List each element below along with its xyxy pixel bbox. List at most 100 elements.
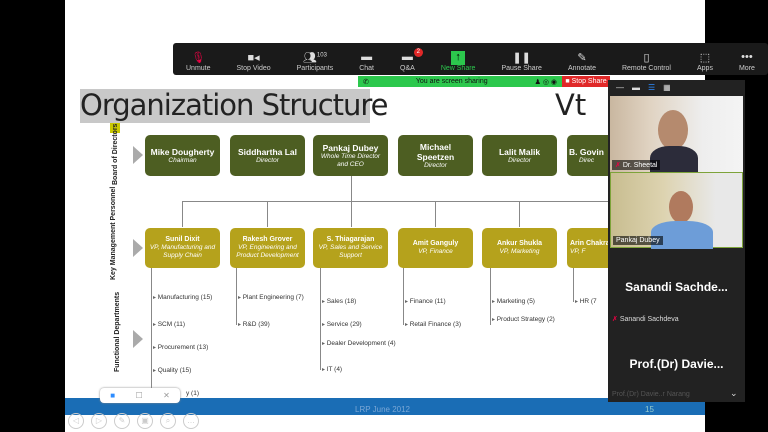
screen-share-bar: ✆ You are screen sharing ♟ ◎ ◉ ■ Stop Shar… — [358, 76, 610, 87]
arrow-icon: ▸ — [405, 299, 410, 305]
button-label: Stop Video — [236, 65, 271, 72]
member-role: Director — [508, 156, 531, 164]
dept-item: ▸ Retail Finance (3) — [405, 321, 461, 328]
participant-video — [669, 191, 693, 223]
slideshow-controls — [65, 415, 705, 432]
member-role: Whole Time Director and CEO — [320, 152, 381, 168]
button-label: Annotate — [567, 65, 596, 72]
member-role: VP, Sales and Service Support — [318, 244, 383, 259]
row-arrow-icon — [133, 146, 143, 164]
qa-badge: 2 — [413, 48, 423, 57]
member-name: Sunil Dixit — [165, 236, 200, 243]
arrow-icon: ▸ — [492, 299, 497, 305]
member-role: Director — [424, 161, 447, 169]
pen-icon[interactable]: ✎ — [114, 413, 130, 429]
video-tile[interactable]: ✗ Dr. Sheetal — [610, 96, 743, 176]
connector — [320, 268, 321, 370]
muted-icon: ✗ — [615, 162, 621, 169]
participant-name-large: Sanandi Sachde... — [625, 280, 728, 294]
button-label: Stop Share — [571, 78, 607, 85]
footer-text: LRP June 2012 — [355, 405, 411, 414]
stop-video-button[interactable]: ■◂Stop Video — [237, 51, 271, 72]
zoom-logo-icon[interactable]: ■ — [110, 391, 116, 400]
stop-share-button[interactable]: ■ Stop Share — [562, 76, 610, 87]
button-label: Q&A — [400, 65, 415, 72]
apps-button[interactable]: ⬚Apps — [697, 51, 713, 72]
member-name: S. Thiagarajan — [326, 236, 375, 243]
dept-item: ▸ Service (29) — [322, 321, 362, 328]
restore-icon[interactable]: ☐ — [135, 391, 143, 400]
button-label: Chat — [359, 65, 375, 72]
participant-name-large: Prof.(Dr) Davie... — [629, 357, 724, 371]
video-tile-active[interactable]: Pankaj Dubey — [610, 172, 743, 249]
video-camera-icon: ■◂ — [247, 52, 260, 64]
arrow-icon: ▸ — [322, 367, 327, 373]
close-icon[interactable]: ✕ — [163, 391, 170, 400]
scroll-down-icon[interactable]: ⌄ — [730, 388, 738, 398]
dept-item: ▸ SCM (11) — [153, 321, 186, 328]
participant-name: Pankaj Dubey — [613, 236, 663, 245]
member-role: VP, Manufacturing and Supply Chain — [149, 244, 216, 259]
arrow-icon: ▸ — [238, 322, 243, 328]
muted-mic-icon: 🎙︎ — [191, 52, 206, 64]
zoom-icon[interactable]: ⌕ — [160, 413, 176, 429]
connector — [267, 201, 268, 227]
row-arrow-icon — [133, 239, 143, 257]
share-status-icons: ♟ ◎ ◉ — [534, 78, 557, 86]
sharing-status: You are screen sharing — [415, 78, 488, 85]
member-name: Michael Speetzen — [416, 141, 455, 162]
next-slide-icon[interactable]: ▷ — [91, 413, 107, 429]
dept-item: ▸ R&D (39) — [238, 321, 270, 328]
unmute-button[interactable]: 🎙︎Unmute — [186, 51, 211, 72]
connector — [182, 201, 608, 202]
new-share-button[interactable]: ↑New Share — [440, 51, 476, 72]
arrow-icon: ▸ — [153, 295, 158, 301]
more-options-icon[interactable]: … — [183, 413, 199, 429]
member-name: Lalit Malik — [498, 146, 541, 157]
more-dots-icon: ••• — [741, 51, 753, 63]
arrow-icon: ▸ — [575, 299, 580, 305]
apps-icon: ⬚ — [699, 52, 711, 64]
dept-item: ▸ IT (4) — [322, 366, 343, 373]
participant-name: ✗ Sanandi Sachdeva — [612, 315, 679, 323]
member-name: B. Govin — [569, 146, 604, 157]
gallery-view-icon[interactable]: ▦ — [663, 83, 671, 92]
remote-control-button[interactable]: ▯Remote Control — [622, 51, 671, 72]
muted-icon: ✗ — [612, 316, 618, 323]
dept-item: ▸ Product Strategy (2) — [492, 316, 555, 323]
prev-slide-icon[interactable]: ◁ — [68, 413, 84, 429]
mouse-icon: ▯ — [643, 52, 650, 64]
title-highlight — [80, 89, 370, 123]
slide-title-tail: Vt — [555, 88, 587, 122]
annotate-button[interactable]: ✎Annotate — [568, 51, 596, 72]
button-label: Apps — [697, 65, 713, 72]
connector — [236, 268, 237, 325]
arrow-icon: ▸ — [238, 295, 243, 301]
more-button[interactable]: •••More — [739, 51, 755, 72]
minimize-icon[interactable]: — — [616, 83, 624, 92]
arrow-icon: ▸ — [322, 322, 327, 328]
slides-icon[interactable]: ▣ — [137, 413, 153, 429]
hide-video-icon[interactable]: ▬ — [632, 83, 640, 92]
participant-count: 103 — [316, 52, 327, 59]
member-name: Pankaj Dubey — [322, 142, 379, 153]
stop-icon: ■ — [565, 78, 572, 85]
participant-name: ✗ Dr. Sheetal — [612, 160, 661, 170]
participant-label: Dr. Sheetal — [622, 162, 658, 169]
speaker-view-icon[interactable]: ☰ — [648, 83, 656, 92]
pause-icon: ❚❚ — [512, 52, 531, 64]
chat-button[interactable]: ▬Chat — [359, 51, 374, 72]
phone-icon: ✆ — [363, 78, 369, 86]
button-label: New Share — [440, 65, 476, 72]
pause-share-button[interactable]: ❚❚Pause Share — [501, 51, 541, 72]
